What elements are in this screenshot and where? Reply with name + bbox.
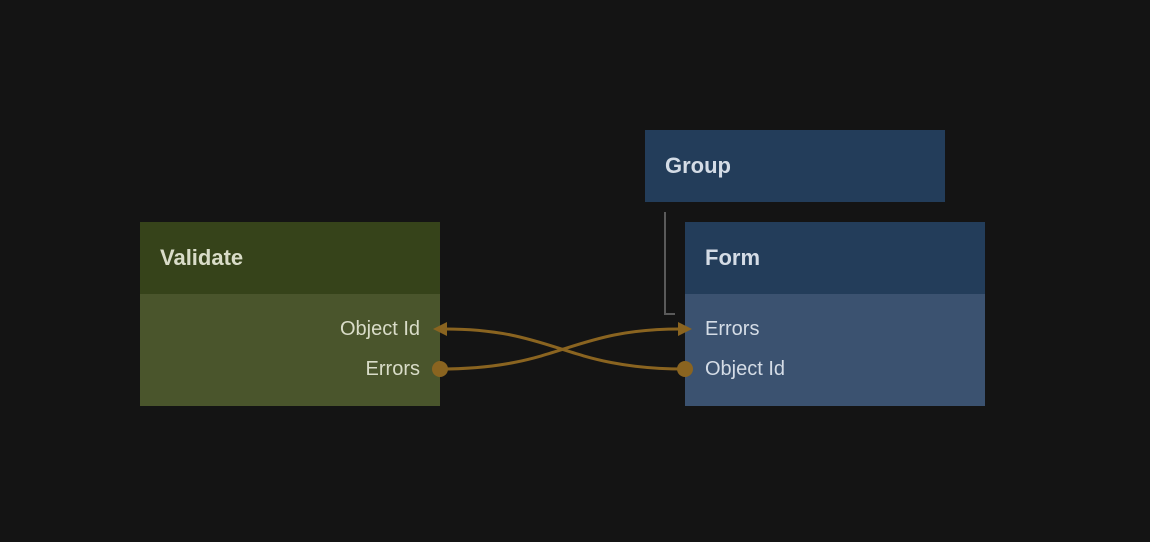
form-port-errors[interactable]: Errors [705, 318, 760, 340]
group-bracket [664, 212, 675, 315]
validate-title: Validate [160, 245, 244, 270]
arrow-head-icon [678, 322, 692, 336]
validate-errors-port-dot[interactable] [432, 361, 448, 377]
form-object-id-port-dot[interactable] [677, 361, 693, 377]
group-node[interactable]: Group [645, 130, 945, 202]
form-node[interactable]: Form Errors Object Id [685, 222, 985, 406]
validate-node[interactable]: Validate Object Id Errors [140, 222, 440, 406]
form-node-body: Errors Object Id [685, 294, 985, 406]
form-port-object-id[interactable]: Object Id [705, 358, 786, 380]
form-node-header[interactable]: Form [685, 222, 985, 294]
validate-port-errors[interactable]: Errors [365, 358, 420, 380]
arrow-head-icon [433, 322, 447, 336]
wire-object-id[interactable] [444, 327, 686, 371]
form-title: Form [705, 245, 760, 270]
validate-node-body: Object Id Errors [140, 294, 440, 406]
group-title: Group [665, 153, 731, 178]
validate-node-header[interactable]: Validate [140, 222, 440, 294]
validate-port-object-id[interactable]: Object Id [339, 318, 420, 340]
